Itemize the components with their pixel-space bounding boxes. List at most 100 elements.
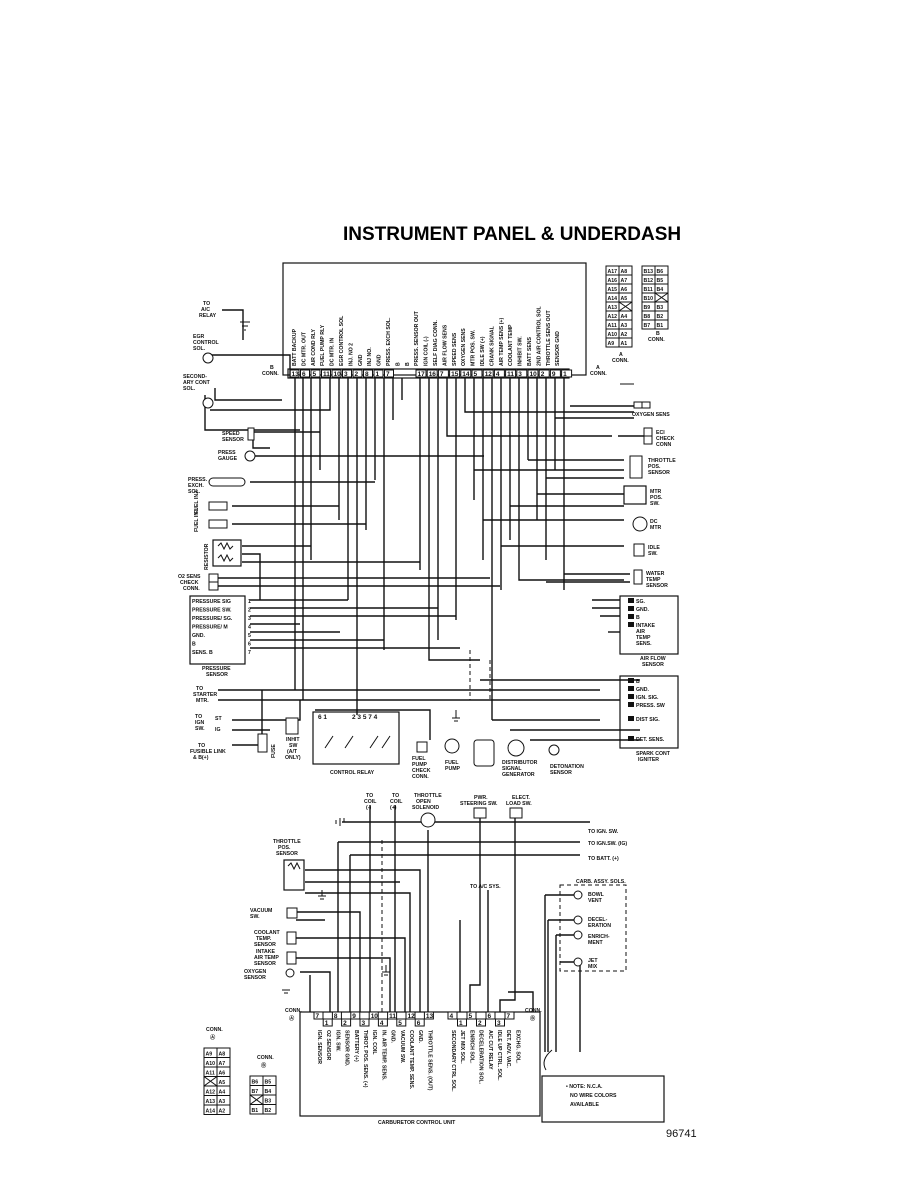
to-ign-sw-ig: TO IGN.SW. (IG): [588, 841, 627, 847]
grid-cell: A13: [608, 305, 618, 311]
ccu-function-label: IGN. SW.: [334, 1030, 340, 1052]
ccu-a-pin: 9: [352, 1013, 356, 1020]
ccu-function-label: EXCHG. SOL.: [514, 1030, 520, 1064]
grid-cell: A3: [219, 1099, 226, 1105]
ecu-a-pin: 10: [530, 371, 538, 378]
ccu-b-pin: 7: [507, 1013, 511, 1020]
grid-cell: A9: [608, 341, 615, 347]
svg-text:FUEL INJ.: FUEL INJ.: [194, 489, 200, 514]
ecu-b-pin: 8: [365, 371, 369, 378]
ccu-function-label: THROT. POS. SENS. (+): [362, 1030, 368, 1088]
svg-text:1: 1: [248, 599, 251, 605]
pressure-row-label: GND.: [192, 633, 206, 639]
pressure-row-label: PRESSURE/ M: [192, 625, 228, 631]
ccu-function-label: IN. AIR TEMP. SENS.: [380, 1030, 386, 1081]
grid-cell: A4: [621, 314, 628, 320]
ground-symbols: [240, 321, 634, 994]
ccu-a-pin: 13: [426, 1013, 434, 1020]
grid-cell: B5: [657, 278, 664, 284]
ccu-a-pin: 10: [371, 1013, 379, 1020]
grid-cell: A8: [219, 1052, 226, 1058]
svg-text:RESISTOR: RESISTOR: [204, 543, 210, 570]
grid-cell: B2: [265, 1108, 272, 1114]
grid-cell: B7: [252, 1089, 259, 1095]
ecu-function-label: BATT BACKUP: [292, 328, 298, 366]
ecu-function-label: CRANK SIGNAL: [489, 325, 495, 366]
ecu-function-label: SELF DIAG CONN.: [433, 320, 439, 366]
svg-text:3: 3: [248, 616, 251, 622]
grid-cell: B3: [265, 1099, 272, 1105]
ccu-a-pin: 12: [408, 1013, 416, 1020]
svg-text:4: 4: [248, 625, 251, 631]
elect-load-sw: ELECT.LOAD SW.: [506, 795, 532, 819]
to-ac-sys: TO A/C SYS.: [470, 884, 501, 890]
grid-cell: B12: [644, 278, 654, 284]
ecu-function-label: DC MTR. OUT: [301, 331, 307, 366]
grid-cell: B7: [644, 323, 651, 329]
ecu-function-label: INJ. NO 2: [348, 343, 354, 366]
ccu-function-label: ENRICH SOL.: [468, 1030, 474, 1064]
grid-cell: A13: [206, 1099, 216, 1105]
ecu-b-pin: 3: [344, 371, 348, 378]
ecu-function-label: OXYGEN SENS: [461, 328, 467, 366]
ccu-a-pin: 11: [389, 1013, 396, 1020]
carb-wiring: [296, 805, 590, 1052]
airflow-row-label: B: [636, 615, 640, 621]
ecu-function-label: PRESS. EXCH SOL.: [386, 317, 392, 366]
ccu-a-pin: 5: [398, 1020, 402, 1027]
ecu-function-label: GND: [358, 354, 364, 366]
ccu-a-pin: 2: [343, 1020, 347, 1027]
ccu-b-pin: 6: [488, 1013, 492, 1020]
ccu-function-label: SECONDARY CTRL SOL.: [450, 1030, 456, 1092]
grid-cell: B13: [644, 269, 654, 275]
ecu-function-label: IDLE SW (+): [480, 336, 486, 366]
ecu-function-label: MTR POS. SW.: [471, 329, 477, 366]
ecu-a-pin: 3: [518, 371, 522, 378]
ecu-b-pin: 11: [323, 371, 330, 378]
ecu-function-label: THROTTLE SENS OUT: [546, 310, 552, 366]
ecu-b-pin: 2: [355, 371, 359, 378]
ecu-function-label: BATT SENS: [527, 336, 533, 366]
grid-cell: A17: [608, 269, 618, 275]
ecu-function-label: SENSOR GND: [555, 331, 561, 366]
svg-text:DECEL-ERATION: DECEL-ERATION: [588, 917, 611, 929]
ccu-a-pin: 6: [417, 1020, 421, 1027]
ecu-a-pin: 7: [440, 371, 444, 378]
ecu-b-pin: 10: [334, 371, 342, 378]
grid-cell: A10: [608, 332, 618, 338]
svg-text:ELECT.LOAD SW.: ELECT.LOAD SW.: [506, 795, 532, 807]
to-ign-sw: TO IGN. SW.: [588, 829, 619, 835]
pressure-row-label: PRESSURE/ SG.: [192, 616, 233, 622]
ecu-function-label: AIR FLOW SENS: [442, 324, 448, 366]
igniter-row-label: IGN. SIG.: [636, 695, 659, 701]
